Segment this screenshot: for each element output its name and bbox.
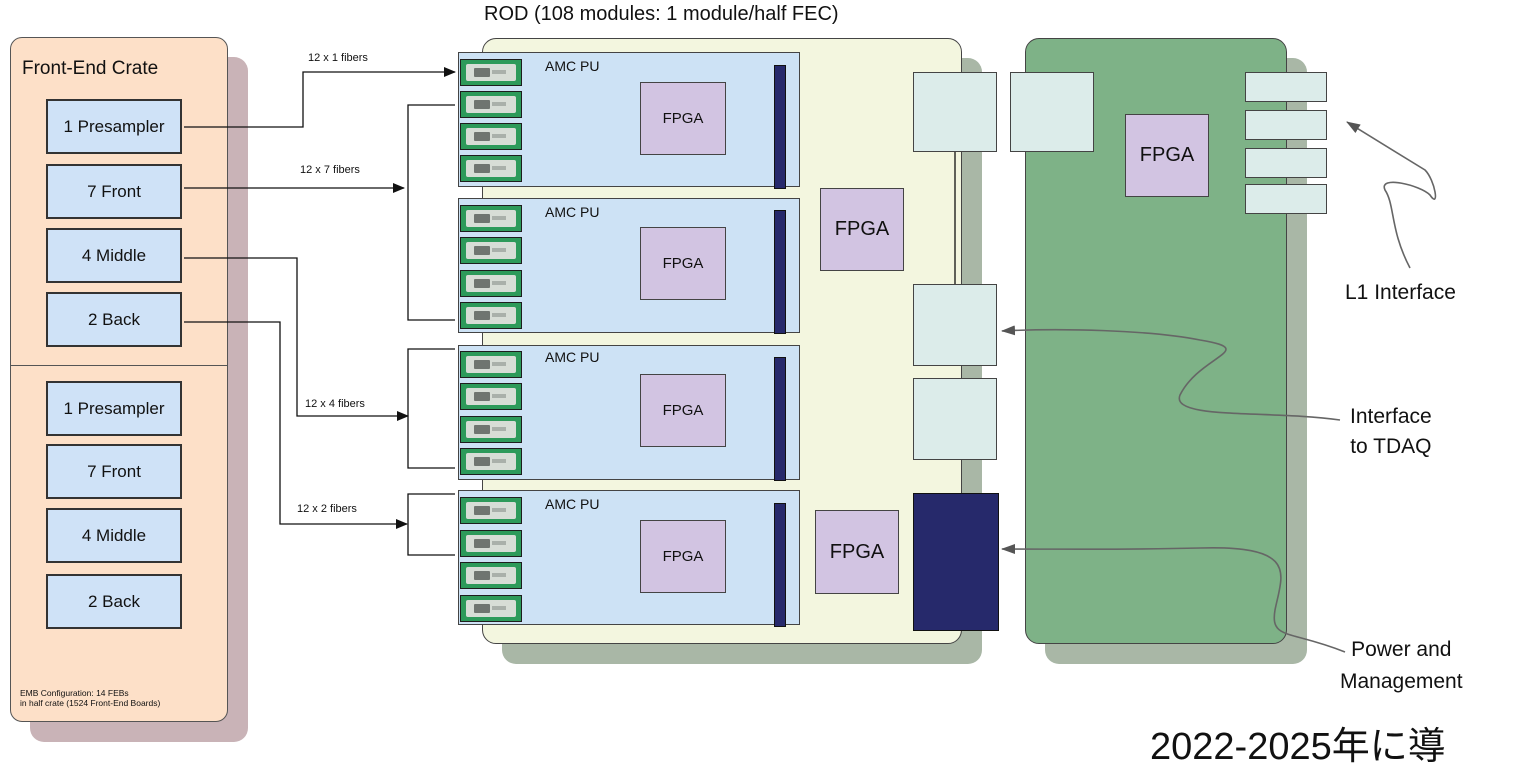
power-management-label: Power and Management (1340, 634, 1463, 698)
crate-note-line2: in half crate (1524 Front-End Boards) (20, 698, 161, 708)
feb-box: 4 Middle (46, 228, 182, 283)
connection-lines (184, 67, 1437, 653)
fiber-label: 12 x 4 fibers (305, 398, 365, 410)
feb-box: 2 Back (46, 574, 182, 629)
sfp-icon (466, 421, 516, 438)
fiber-presampler (184, 67, 456, 128)
rod-interface-block (913, 284, 997, 366)
power-label-line2: Management (1340, 670, 1463, 693)
fiber-middle (184, 257, 409, 421)
feb-box: 7 Front (46, 164, 182, 219)
amc-label: AMC PU (545, 58, 600, 74)
crate-note: EMB Configuration: 14 FEBs in half crate… (20, 688, 230, 708)
amc-fpga: FPGA (640, 374, 726, 447)
feb-box: 1 Presampler (46, 381, 182, 436)
bracket-4 (407, 348, 455, 469)
amc-fpga: FPGA (640, 82, 726, 155)
feb-box: 2 Back (46, 292, 182, 347)
fiber-label: 12 x 1 fibers (308, 52, 368, 64)
l1-port (1245, 148, 1327, 178)
sfp-transceiver (460, 448, 522, 475)
rod-fpga: FPGA (815, 510, 899, 594)
sfp-icon (466, 242, 516, 259)
bracket-7 (407, 104, 455, 321)
sfp-icon (466, 600, 516, 617)
sfp-icon (466, 96, 516, 113)
sfp-icon (466, 307, 516, 324)
sfp-icon (466, 128, 516, 145)
rod-interface-block (913, 378, 997, 460)
footer-caption: 2022-2025年に導 (1150, 726, 1446, 768)
sfp-transceiver (460, 530, 522, 557)
feb-box: 7 Front (46, 444, 182, 499)
sfp-transceiver (460, 383, 522, 410)
sfp-transceiver (460, 302, 522, 329)
l1-port (1245, 72, 1327, 102)
amc-connector-bar (774, 503, 786, 627)
fiber-label: 12 x 2 fibers (297, 503, 357, 515)
power-block (913, 493, 999, 631)
tdaq-curve (1001, 325, 1341, 421)
bracket-2 (407, 493, 455, 556)
tdaq-interface-label: Interface to TDAQ (1350, 402, 1432, 462)
sfp-transceiver (460, 91, 522, 118)
tdaq-label-line1: Interface (1350, 405, 1432, 428)
crate-divider (11, 365, 227, 366)
feb-box: 4 Middle (46, 508, 182, 563)
sfp-icon (466, 567, 516, 584)
sfp-transceiver (460, 562, 522, 589)
sfp-icon (466, 356, 516, 373)
sfp-transceiver (460, 270, 522, 297)
amc-connector-bar (774, 357, 786, 481)
sfp-transceiver (460, 416, 522, 443)
sfp-icon (466, 535, 516, 552)
l1-port (1245, 184, 1327, 214)
fiber-label: 12 x 7 fibers (300, 164, 360, 176)
power-curve (1001, 544, 1346, 653)
sfp-transceiver (460, 205, 522, 232)
sfp-transceiver (460, 595, 522, 622)
sfp-icon (466, 453, 516, 470)
sfp-transceiver (460, 123, 522, 150)
sfp-transceiver (460, 497, 522, 524)
sfp-transceiver (460, 351, 522, 378)
power-label-line1: Power and (1351, 638, 1452, 661)
sfp-transceiver (460, 155, 522, 182)
sfp-icon (466, 64, 516, 81)
amc-label: AMC PU (545, 204, 600, 220)
amc-label: AMC PU (545, 349, 600, 365)
crate-note-line1: EMB Configuration: 14 FEBs (20, 688, 129, 698)
rod-fpga: FPGA (820, 188, 904, 271)
amc-connector-bar (774, 210, 786, 334)
carrier-fpga: FPGA (1125, 114, 1209, 197)
rod-title: ROD (108 modules: 1 module/half FEC) (484, 3, 839, 25)
sfp-icon (466, 502, 516, 519)
crate-title: Front-End Crate (22, 58, 159, 79)
sfp-icon (466, 275, 516, 292)
amc-connector-bar (774, 65, 786, 189)
sfp-transceiver (460, 237, 522, 264)
amc-label: AMC PU (545, 496, 600, 512)
tdaq-label-line2: to TDAQ (1350, 435, 1432, 458)
amc-fpga: FPGA (640, 520, 726, 593)
l1-port (1245, 110, 1327, 140)
fiber-back (184, 321, 408, 529)
l1-interface-label: L1 Interface (1345, 281, 1456, 304)
sfp-icon (466, 388, 516, 405)
amc-fpga: FPGA (640, 227, 726, 300)
l1-curve (1346, 121, 1437, 269)
feb-box: 1 Presampler (46, 99, 182, 154)
rod-interface-block (913, 72, 997, 152)
rod-interface-block (1010, 72, 1094, 152)
sfp-icon (466, 160, 516, 177)
sfp-icon (466, 210, 516, 227)
sfp-transceiver (460, 59, 522, 86)
